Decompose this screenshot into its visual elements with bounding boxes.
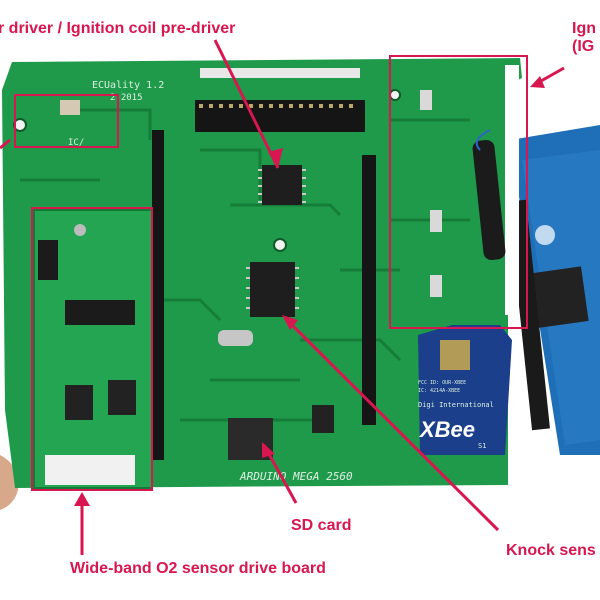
knock-sensor-chip xyxy=(246,262,299,317)
xbee-cert1: FCC ID: OUR-XBEE xyxy=(418,380,466,386)
arduino-mega-board xyxy=(508,125,600,455)
left-pin-header xyxy=(152,130,164,460)
xbee-series: S1 xyxy=(478,442,486,450)
predriver-highlight-box xyxy=(14,94,119,148)
xbee-cert2: IC: 4214A-XBEE xyxy=(418,388,460,394)
board-ic-label: IC/ xyxy=(68,138,84,148)
ignition-coil-section xyxy=(420,90,506,297)
board-title: ECUality 1.2 xyxy=(92,80,164,91)
label-wideband-o2: Wide-band O2 sensor drive board xyxy=(70,560,326,577)
arrow-head-predriver xyxy=(268,148,283,168)
xbee-logo: XBee xyxy=(418,417,475,442)
label-knock-sensor: Knock sens xyxy=(506,542,596,559)
top-header-pins xyxy=(195,68,365,132)
xbee-module: Digi International XBee S1 FCC ID: OUR-X… xyxy=(418,325,512,455)
label-ignition-coil-bottom: (IG xyxy=(572,38,595,55)
board-footer: ARDUINO MEGA 2560 xyxy=(239,470,353,483)
small-component xyxy=(60,100,80,115)
label-injector-predriver: r driver / Ignition coil pre-driver xyxy=(0,20,236,37)
o2-highlight-box xyxy=(31,207,153,491)
predriver-chip xyxy=(258,165,306,205)
ignition-highlight-box xyxy=(389,55,528,329)
arrow-head-ignition xyxy=(530,76,545,88)
right-pin-header xyxy=(362,155,376,425)
label-sd-card: SD card xyxy=(291,517,352,534)
arduino-logo xyxy=(535,225,555,245)
regulator xyxy=(312,405,334,433)
board-date: 2-2015 xyxy=(110,93,143,103)
crystal xyxy=(218,330,253,346)
xbee-brand: Digi International xyxy=(418,401,494,409)
label-ignition-coil-top: Ign xyxy=(572,20,596,37)
arrow-head-knock xyxy=(282,315,298,330)
arrow-head-sd xyxy=(262,442,275,458)
atmega-chip xyxy=(526,266,589,329)
o2-sensor-board xyxy=(33,209,153,489)
arrow-head-o2 xyxy=(74,492,90,506)
